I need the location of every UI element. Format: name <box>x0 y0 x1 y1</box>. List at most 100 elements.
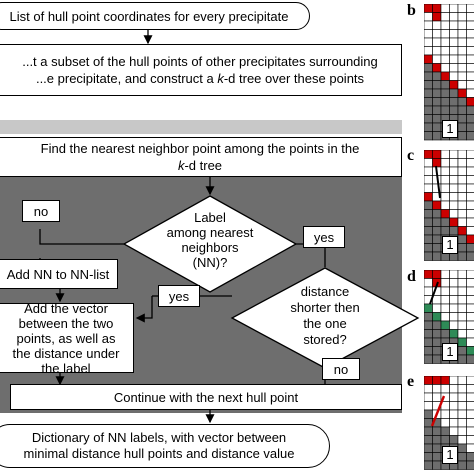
grid-cell <box>466 251 474 261</box>
grid-cell <box>449 12 459 22</box>
grid-cell <box>466 183 474 193</box>
grid-cell <box>424 243 433 253</box>
continue-box: Continue with the next hull point <box>10 384 402 410</box>
grid-cell <box>424 88 433 98</box>
no2-branch-label: no <box>322 358 360 380</box>
grid-cell <box>466 401 474 411</box>
grid-cell <box>457 88 467 98</box>
grid-cell <box>432 200 442 210</box>
grid-cell <box>466 4 474 13</box>
grid-cell <box>449 150 459 159</box>
grid-cell <box>449 329 459 339</box>
grid-cell <box>424 131 433 141</box>
grid-cell <box>457 20 467 30</box>
grid-cell <box>432 337 442 347</box>
grid-cell <box>424 4 433 13</box>
subset-process-box: ...t a subset of the hull points of othe… <box>0 44 402 96</box>
grid-cell <box>466 54 474 64</box>
grid-cell <box>440 226 450 236</box>
grid-cell <box>432 150 442 159</box>
grid-cell <box>457 337 467 347</box>
grid-cell <box>449 409 459 419</box>
grid-cell <box>449 312 459 322</box>
grid-cell <box>424 63 433 73</box>
grid-cell <box>432 251 442 261</box>
grid-cell <box>466 131 474 141</box>
grid-cell <box>466 97 474 107</box>
grid-cell <box>449 426 459 436</box>
grid-cell <box>432 329 442 339</box>
grid-cell <box>424 209 433 219</box>
grid-cell <box>457 409 467 419</box>
grid-cell <box>457 217 467 227</box>
subset-text-line1: ...t a subset of the hull points of othe… <box>22 54 378 69</box>
grid-cell <box>432 29 442 39</box>
grid-cell <box>424 278 433 288</box>
grid-cell <box>466 192 474 202</box>
grid-cell <box>440 426 450 436</box>
grid-cell <box>449 158 459 168</box>
region-label-c: 1 <box>442 236 458 254</box>
grid-cell <box>424 418 433 428</box>
grid-cell <box>457 320 467 330</box>
grid-cell <box>457 312 467 322</box>
end-terminal: Dictionary of NN labels, with vector bet… <box>0 424 330 468</box>
region-label-d: 1 <box>442 343 458 361</box>
grid-cell <box>440 303 450 313</box>
grid-cell <box>449 63 459 73</box>
grid-cell <box>440 175 450 185</box>
grid-cell <box>457 418 467 428</box>
grid-cell <box>424 158 433 168</box>
grid-cell <box>440 150 450 159</box>
grid-cell <box>466 20 474 30</box>
grid-cell <box>466 460 474 470</box>
grid-cell <box>440 295 450 305</box>
grid-cell <box>449 37 459 47</box>
grid-cell <box>432 320 442 330</box>
grid-cell <box>424 105 433 115</box>
grid-cell <box>432 12 442 22</box>
grid-cell <box>457 158 467 168</box>
grid-cell <box>466 37 474 47</box>
grid-cell <box>440 158 450 168</box>
grid-cell <box>424 114 433 124</box>
region-label-e: 1 <box>442 446 458 464</box>
grid-cell <box>457 401 467 411</box>
grid-cell <box>457 122 467 132</box>
grid-cell <box>457 37 467 47</box>
grid-cell <box>432 376 442 385</box>
grid-cell <box>457 29 467 39</box>
grid-cell <box>440 105 450 115</box>
grid-cell <box>440 320 450 330</box>
grid-cell <box>449 105 459 115</box>
grid-cell <box>449 80 459 90</box>
grid-cell <box>466 270 474 279</box>
grid-cell <box>440 200 450 210</box>
grid-cell <box>424 337 433 347</box>
grid-cell <box>457 270 467 279</box>
grid-cell <box>449 54 459 64</box>
grid-cell <box>466 122 474 132</box>
grid-cell <box>424 354 433 364</box>
separator-band <box>0 120 402 134</box>
grid-cell <box>457 460 467 470</box>
grid-cell <box>457 63 467 73</box>
grid-cell <box>466 354 474 364</box>
grid-cell <box>466 426 474 436</box>
grid-cell <box>432 122 442 132</box>
grid-cell <box>424 29 433 39</box>
subset-text-line2: ...e precipitate, and construct a k-d tr… <box>35 71 365 86</box>
grid-cell <box>457 346 467 356</box>
grid-cell <box>457 54 467 64</box>
grid-cell <box>457 71 467 81</box>
vector-arrow <box>429 281 439 305</box>
grid-cell <box>466 320 474 330</box>
grid-cell <box>432 209 442 219</box>
grid-cell <box>449 97 459 107</box>
grid-cell <box>449 200 459 210</box>
grid-cell <box>424 452 433 462</box>
grid-cell <box>424 303 433 313</box>
yes-branch-label: yes <box>303 226 345 248</box>
grid-cell <box>457 209 467 219</box>
